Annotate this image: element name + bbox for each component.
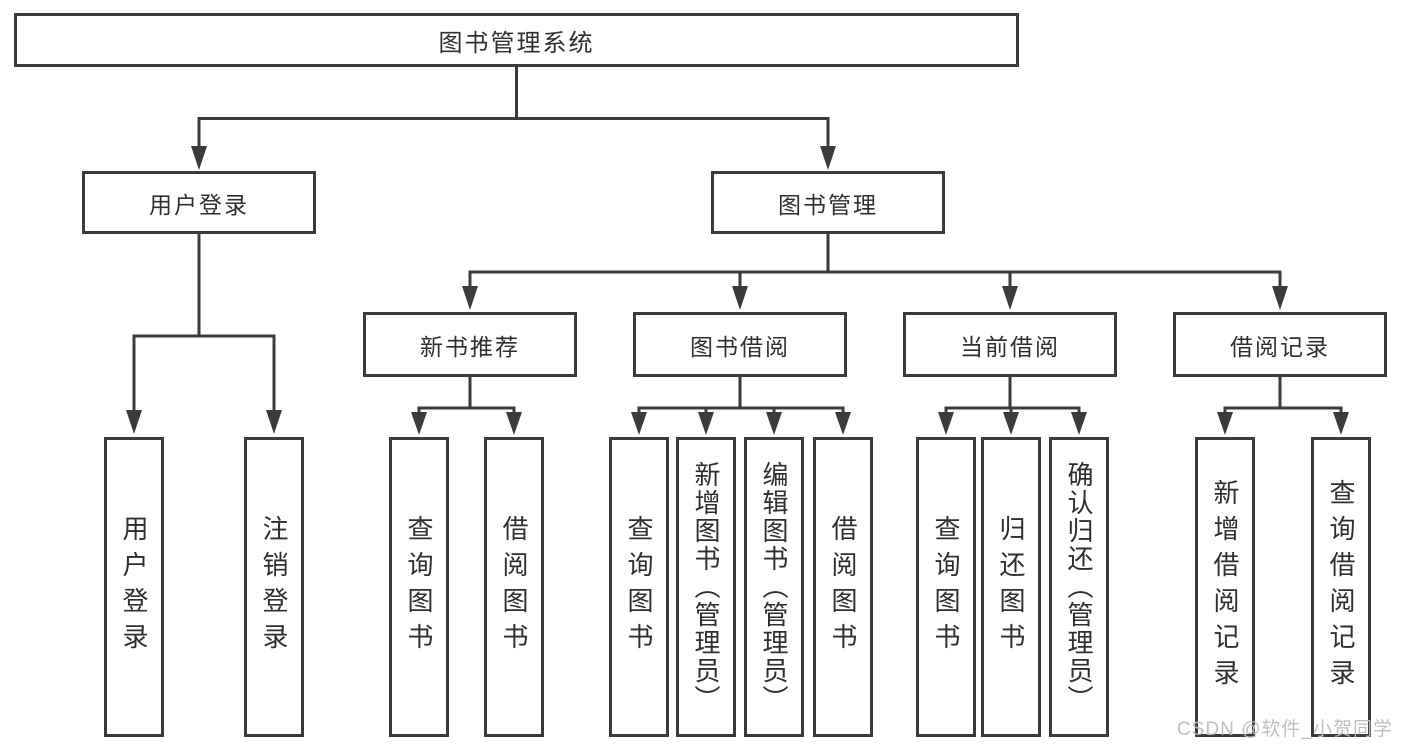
node-new-book-recommendation: 新书推荐 [363, 312, 577, 377]
leaf-borrow-books: 借阅图书 [813, 437, 873, 737]
leaf-add-borrow-record: 新增借阅记录 [1195, 437, 1255, 737]
leaf-borrow-books-recommend: 借阅图书 [484, 437, 544, 737]
arrowhead [732, 286, 748, 310]
node-label: 用户登录 [149, 191, 249, 218]
arrowhead [820, 146, 836, 170]
leaf-add-book-admin: 新增图书（管理员） [676, 437, 736, 737]
node-current-borrowing: 当前借阅 [903, 312, 1117, 377]
leaf-logout: 注销登录 [244, 437, 304, 737]
leaf-label: 用户登录 [119, 515, 149, 659]
node-label: 新书推荐 [420, 333, 520, 360]
leaf-label: 注销登录 [259, 515, 289, 659]
node-label: 图书管理 [778, 191, 878, 218]
arrowhead [1272, 286, 1288, 310]
leaf-query-borrow-record: 查询借阅记录 [1311, 437, 1371, 737]
leaf-label: 查询图书 [404, 515, 434, 659]
csdn-watermark: CSDN @软件_小贺同学 [1177, 719, 1393, 740]
arrowhead [126, 410, 142, 434]
node-borrowing-records: 借阅记录 [1173, 312, 1387, 377]
node-user-login: 用户登录 [82, 171, 316, 234]
node-book-management: 图书管理 [711, 171, 945, 234]
arrowhead [1003, 412, 1019, 435]
leaf-query-books-current: 查询图书 [916, 437, 976, 737]
leaf-label: 借阅图书 [828, 515, 858, 659]
arrowhead [698, 412, 714, 435]
node-label: 图书借阅 [690, 333, 790, 360]
node-library-management-system: 图书管理系统 [14, 13, 1019, 67]
leaf-label: 归还图书 [996, 515, 1026, 659]
leaf-return-books: 归还图书 [981, 437, 1041, 737]
arrowhead [766, 412, 782, 435]
leaf-edit-book-admin: 编辑图书（管理员） [744, 437, 804, 737]
leaf-query-books-recommend: 查询图书 [389, 437, 449, 737]
leaf-label: 确认归还（管理员） [1064, 461, 1094, 713]
arrowhead [631, 412, 647, 435]
arrowhead [1002, 286, 1018, 310]
leaf-label: 新增借阅记录 [1210, 479, 1240, 695]
leaf-label: 借阅图书 [499, 515, 529, 659]
arrowhead [506, 412, 522, 435]
node-label: 借阅记录 [1230, 333, 1330, 360]
leaf-label: 查询借阅记录 [1326, 479, 1356, 695]
leaf-user-login: 用户登录 [104, 437, 164, 737]
arrowhead [1071, 412, 1087, 435]
arrowhead [411, 412, 427, 435]
leaf-label: 新增图书（管理员） [691, 461, 721, 713]
leaf-label: 查询图书 [931, 515, 961, 659]
arrowhead [1217, 412, 1233, 435]
arrowhead [938, 412, 954, 435]
leaf-query-books-borrow: 查询图书 [609, 437, 669, 737]
leaf-label: 查询图书 [624, 515, 654, 659]
arrowhead [462, 286, 478, 310]
leaf-label: 编辑图书（管理员） [759, 461, 789, 713]
arrowhead [191, 146, 207, 170]
node-label: 当前借阅 [960, 333, 1060, 360]
arrowhead [1333, 412, 1349, 435]
arrowhead [835, 412, 851, 435]
leaf-confirm-return-admin: 确认归还（管理员） [1049, 437, 1109, 737]
node-label: 图书管理系统 [438, 29, 595, 57]
arrowhead [266, 410, 282, 434]
node-book-borrowing: 图书借阅 [633, 312, 847, 377]
